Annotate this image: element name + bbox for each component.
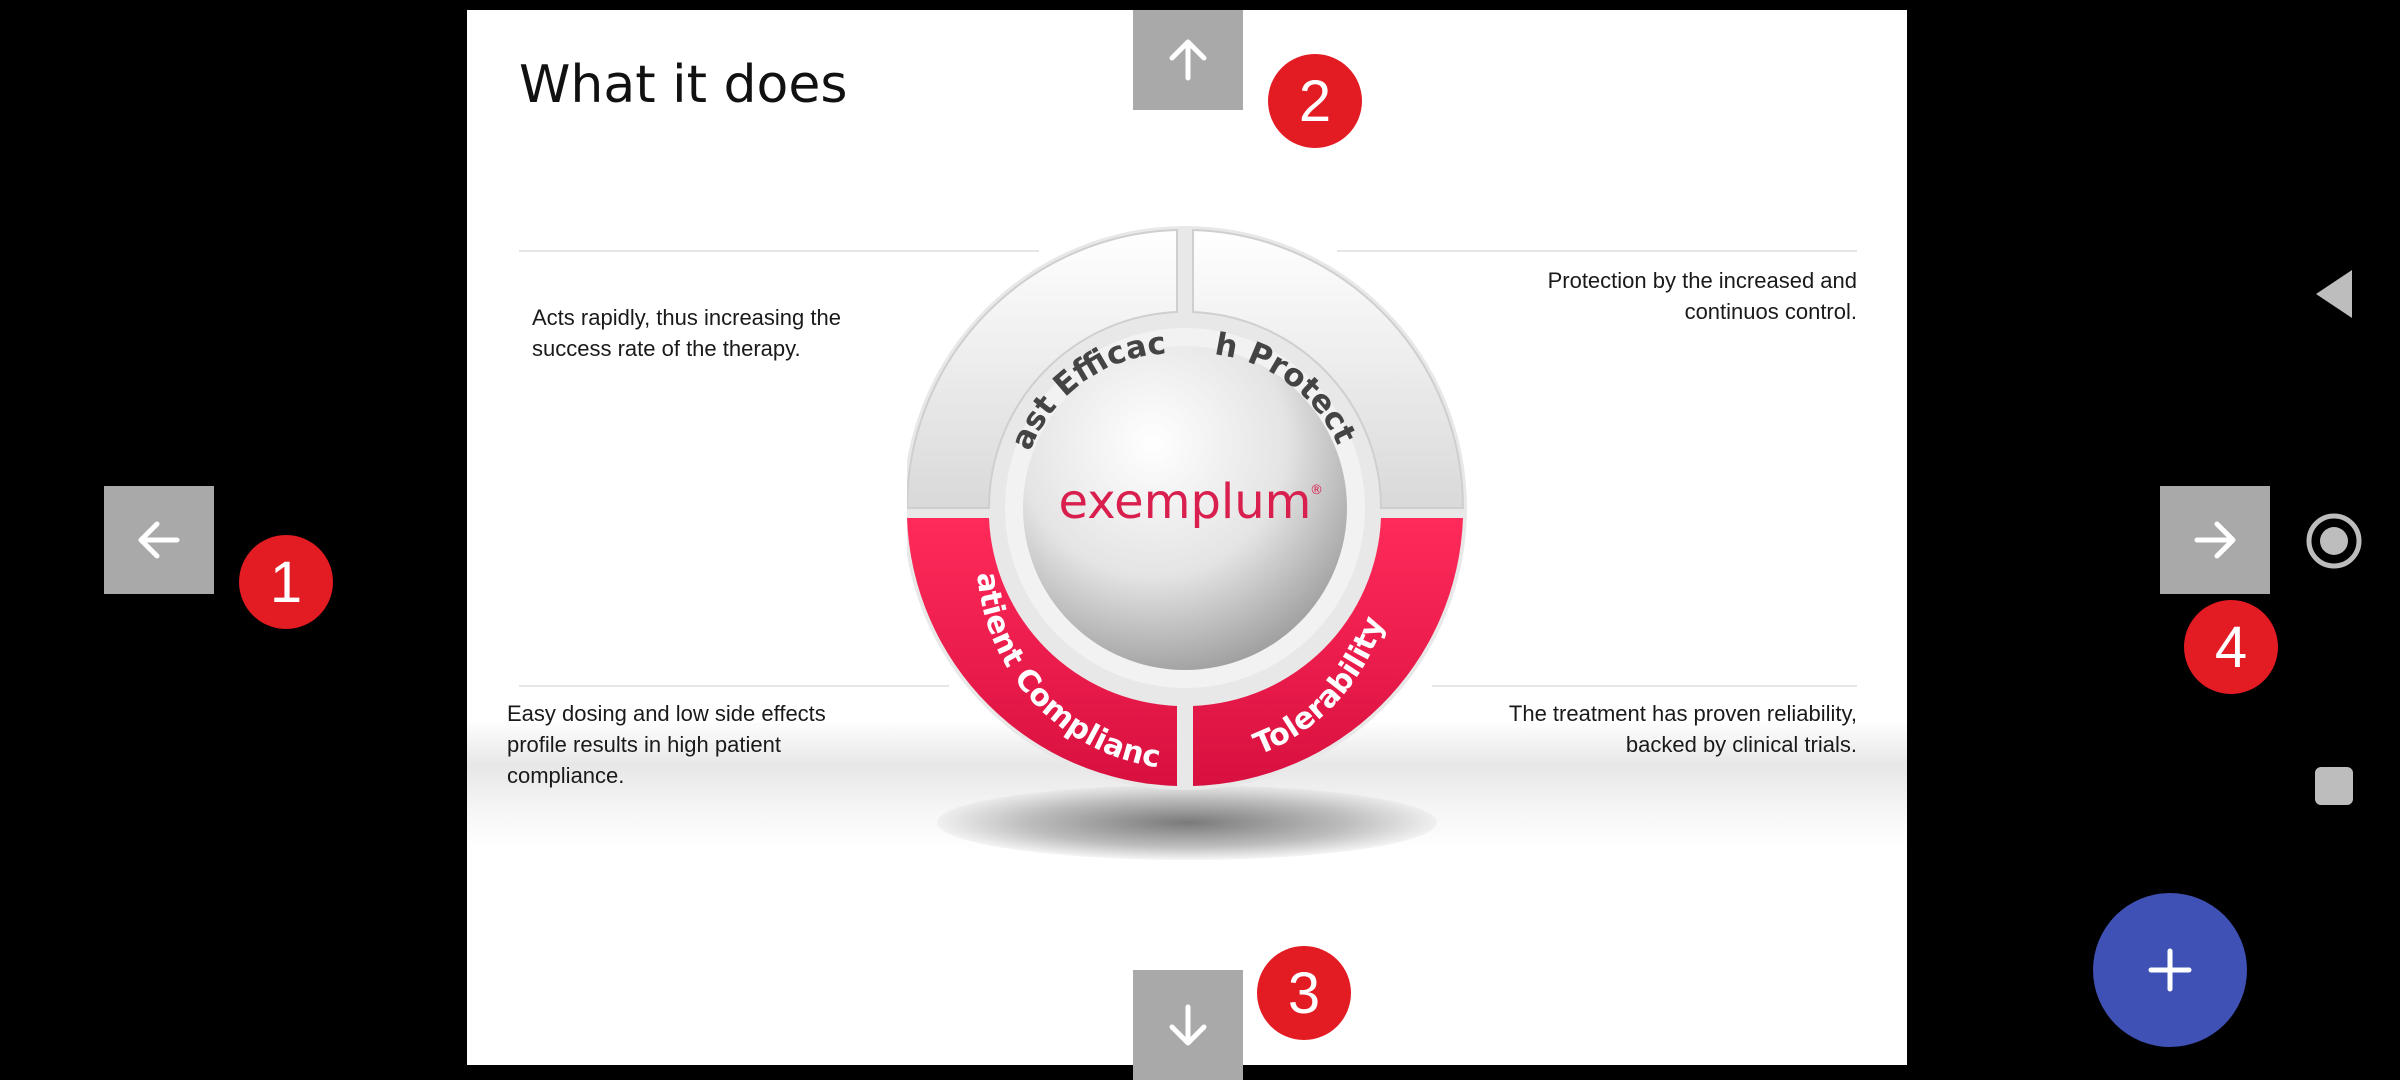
segment-patient-compliance [907,518,1177,786]
badge-4: 4 [2184,600,2278,694]
arrow-left-icon [138,521,180,559]
segment-fast-efficacy [907,228,1178,509]
divider-bottom-right [1432,685,1857,687]
nav-up-button[interactable] [1133,10,1243,110]
divider-top-right [1337,250,1857,252]
badge-3: 3 [1257,946,1351,1040]
add-fab-button[interactable] [2093,893,2247,1047]
nav-down-button[interactable] [1133,970,1243,1080]
square-recents-icon[interactable] [2313,765,2355,807]
arrow-up-icon [1169,39,1207,81]
arrow-right-icon [2194,521,2236,559]
registered-mark: ® [1310,483,1323,498]
arrow-down-icon [1169,1004,1207,1046]
description-patient-compliance: Easy dosing and low side effects profile… [507,701,826,788]
description-fast-efficacy: Acts rapidly, thus increasing the succes… [532,305,841,361]
badge-1: 1 [239,535,333,629]
plus-icon [2148,948,2192,992]
wheel-shadow [937,785,1437,860]
segment-high-protection [1192,228,1465,509]
slide: What it does Acts rapidly, thus increasi… [467,10,1907,1065]
description-high-protection: Protection by the increased and continuo… [1547,268,1857,324]
triangle-back-icon[interactable] [2312,268,2356,320]
circle-home-icon[interactable] [2305,512,2363,570]
segment-tolerability [1193,518,1463,786]
slide-title: What it does [519,55,848,115]
center-sphere [1023,346,1347,670]
benefits-wheel: Fast Efficacy High Protection Patient Co… [907,220,1467,790]
nav-right-button[interactable] [2160,486,2270,594]
description-tolerability: The treatment has proven reliability, ba… [1508,701,1857,757]
badge-2: 2 [1268,54,1362,148]
divider-bottom-left [519,685,949,687]
nav-left-button[interactable] [104,486,214,594]
exemplum-logo: exemplum [1059,474,1312,530]
divider-top-left [519,250,1039,252]
